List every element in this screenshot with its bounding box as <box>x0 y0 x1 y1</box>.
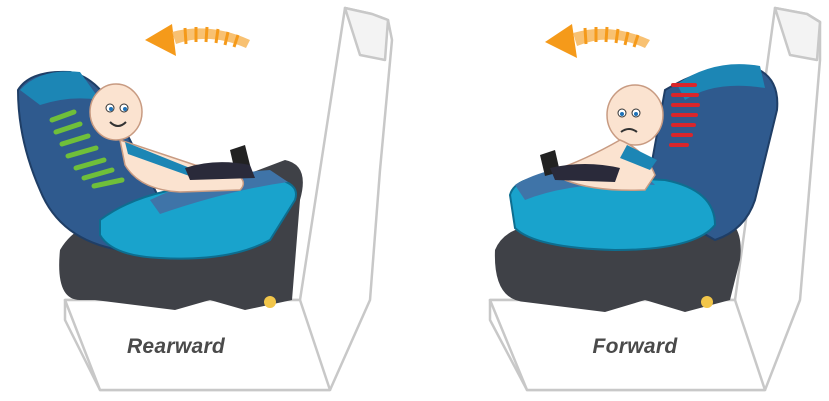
curved-arrow-icon <box>545 24 650 58</box>
curved-arrow-icon <box>145 24 250 56</box>
forward-label: Forward <box>535 335 735 359</box>
base-wheel-icon <box>264 296 276 308</box>
baby <box>540 85 663 190</box>
forward-panel: Forward <box>415 0 829 401</box>
rearward-label: Rearward <box>76 335 276 359</box>
baby-head <box>90 84 142 140</box>
rearward-panel: Rearward <box>0 0 415 401</box>
base-wheel-icon <box>701 296 713 308</box>
